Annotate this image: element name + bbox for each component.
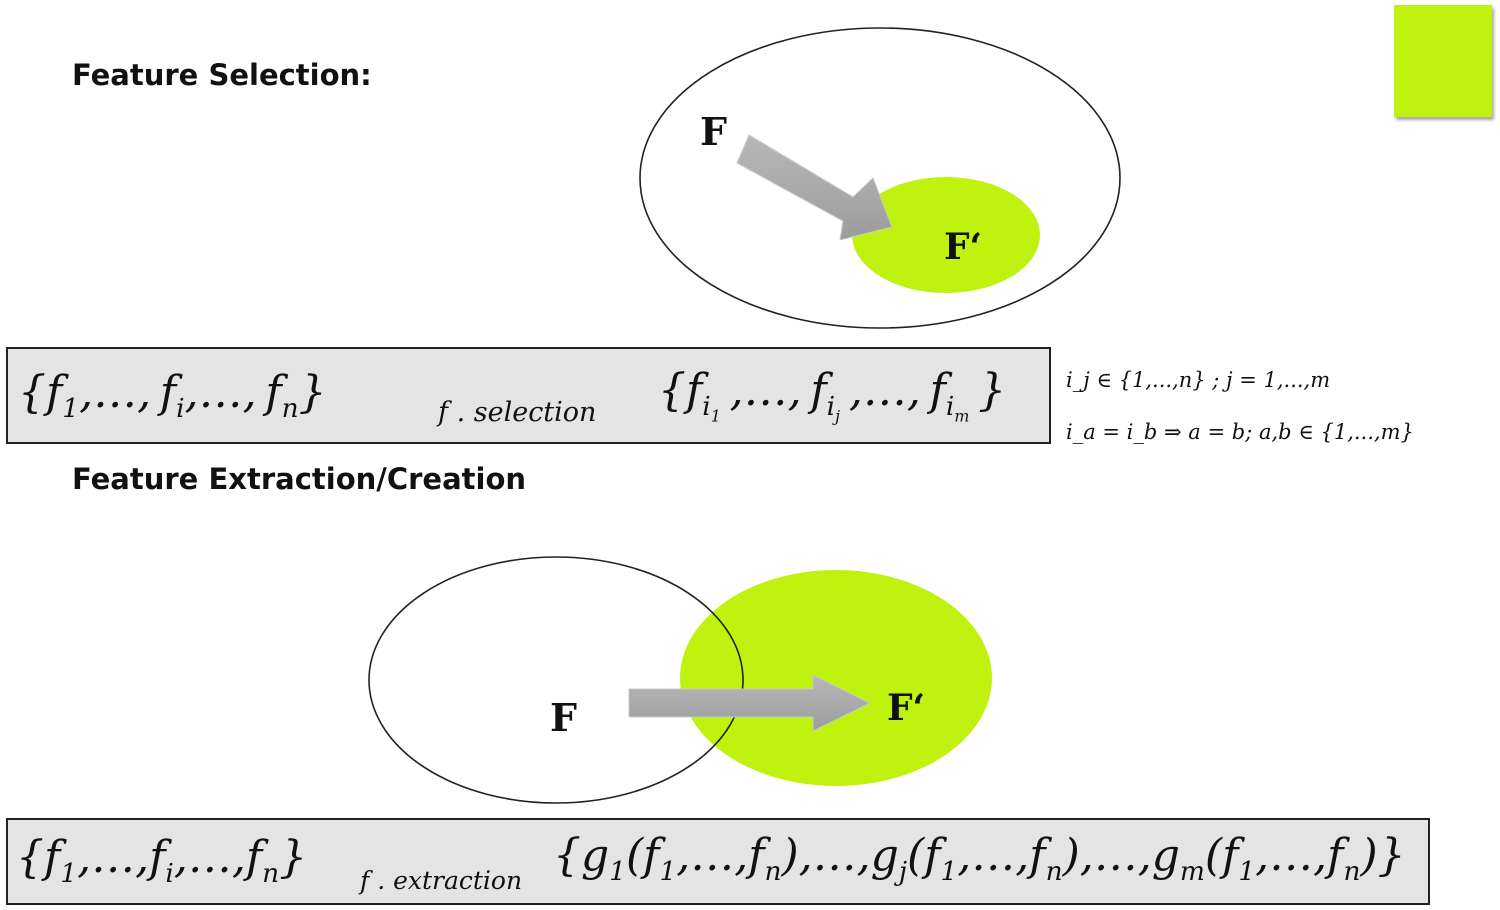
extraction-arrow <box>628 674 872 732</box>
extraction-original-set <box>368 556 744 804</box>
extraction-formula-target-set: {g1(f1,…,fn),…,gj(f1,…,fn),…,gm(f1,…,fn)… <box>553 830 1406 887</box>
extraction-formula-source-set: {f1,…,fi,…,fn} <box>16 832 308 889</box>
feature-selection-heading: Feature Selection: <box>72 58 372 92</box>
extraction-set-label: F <box>550 695 577 740</box>
selection-outer-set <box>639 27 1121 329</box>
selection-condition-2: i_a = i_b ⇒ a = b; a,b ∈ {1,...,m} <box>1066 420 1414 444</box>
extraction-new-set <box>680 570 992 786</box>
selection-subset <box>852 177 1040 293</box>
selection-formula-target-set: {fi1 ,…, fij ,…, fim } <box>658 365 1007 426</box>
selection-arrow-label: f . selection <box>438 397 597 428</box>
extraction-arrow-label: f . extraction <box>360 866 523 895</box>
selection-formula-box: {f1,…, fi,…, fn} {fi1 ,…, fij ,…, fim } … <box>6 347 1051 444</box>
selection-set-label: F <box>700 109 727 154</box>
selection-subset-label: F‘ <box>944 226 982 268</box>
extraction-formula-box: {f1,…,fi,…,fn} {g1(f1,…,fn),…,gj(f1,…,fn… <box>6 818 1430 905</box>
selection-arrow <box>736 134 893 241</box>
feature-extraction-heading: Feature Extraction/Creation <box>72 462 527 496</box>
selection-condition-1: i_j ∈ {1,...,n} ; j = 1,...,m <box>1066 368 1331 392</box>
legend-green-square <box>1394 5 1492 117</box>
selection-formula-source-set: {f1,…, fi,…, fn} <box>18 367 327 424</box>
extraction-subset-label: F‘ <box>887 687 925 729</box>
